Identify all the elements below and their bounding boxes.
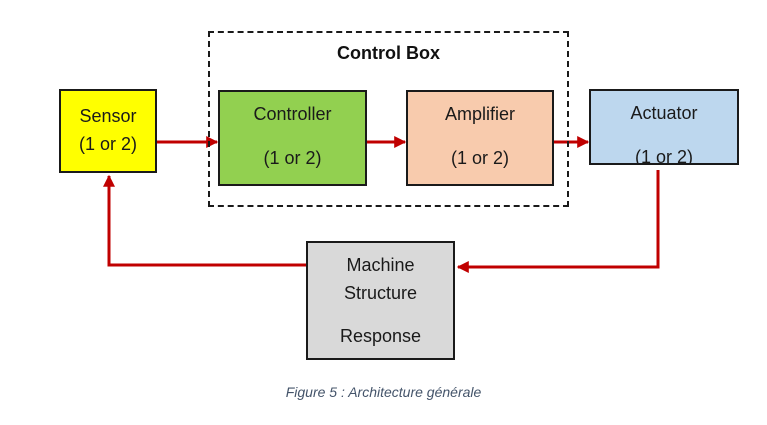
control-box-group: Control Box — [208, 31, 569, 207]
amplifier-count: (1 or 2) — [450, 148, 510, 169]
controller-count: (1 or 2) — [263, 148, 322, 169]
sensor-count: (1 or 2) — [78, 134, 138, 154]
figure-caption: Figure 5 : Architecture générale — [285, 384, 482, 400]
amplifier-label: Amplifier — [444, 104, 515, 124]
actuator-count: (1 or 2) — [634, 146, 694, 165]
actuator-label: Actuator — [630, 103, 698, 123]
controller-box: Controller (1 or 2) — [218, 90, 367, 186]
sensor-box: Sensor (1 or 2) — [59, 89, 157, 173]
arrow-actuator-to-machine — [456, 170, 660, 273]
machine-label-line1: Machine — [346, 255, 415, 275]
arrow-machine-to-sensor — [103, 174, 306, 267]
controller-label: Controller — [253, 104, 332, 124]
machine-label-line2: Structure — [343, 282, 418, 303]
sensor-label: Sensor — [79, 106, 137, 127]
machine-structure-box: Machine Structure Response — [306, 241, 455, 360]
control-box-title: Control Box — [337, 43, 440, 63]
actuator-box: Actuator (1 or 2) — [589, 89, 739, 165]
amplifier-box: Amplifier (1 or 2) — [406, 90, 554, 186]
machine-label-line3: Response — [339, 326, 422, 347]
